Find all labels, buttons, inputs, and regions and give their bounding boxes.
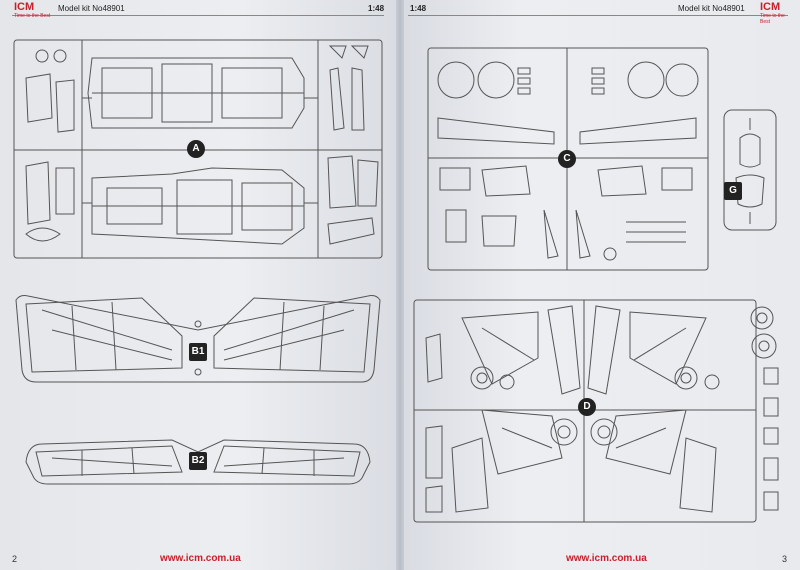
icm-logo-right: ICM Time to the Best <box>760 1 785 25</box>
scale-label: 1:48 <box>368 4 385 13</box>
icm-logo: ICM Time to the Best <box>14 1 51 19</box>
scale-label-right: 1:48 <box>410 4 427 13</box>
sprue-b1 <box>12 290 384 390</box>
right-header: 1:48 Model kit No48901 ICM Time to the B… <box>408 0 788 25</box>
left-page: ICM Time to the Best Model kit No48901 1… <box>0 0 400 570</box>
website-right[interactable]: www.icm.com.ua <box>566 553 647 564</box>
right-page: 1:48 Model kit No48901 ICM Time to the B… <box>400 0 800 570</box>
website-left[interactable]: www.icm.com.ua <box>160 553 241 564</box>
sprue-d <box>412 298 796 524</box>
sprue-g <box>722 108 778 232</box>
sprue-b2 <box>22 432 374 492</box>
page-number-right: 3 <box>782 554 788 564</box>
book-gutter <box>396 0 404 570</box>
left-header: ICM Time to the Best Model kit No48901 1… <box>12 0 385 19</box>
sprue-b1-label: B1 <box>189 343 207 361</box>
page-number-left: 2 <box>12 554 18 564</box>
sprue-b2-label: B2 <box>189 452 207 470</box>
sprue-d-label: D <box>578 398 596 416</box>
sprue-a <box>12 38 384 260</box>
kit-number: Model kit No48901 <box>58 4 125 13</box>
kit-number-right: Model kit No48901 <box>678 4 745 13</box>
sprue-c-label: C <box>558 150 576 168</box>
sprue-g-label: G <box>724 182 742 200</box>
sprue-a-label: A <box>187 140 205 158</box>
